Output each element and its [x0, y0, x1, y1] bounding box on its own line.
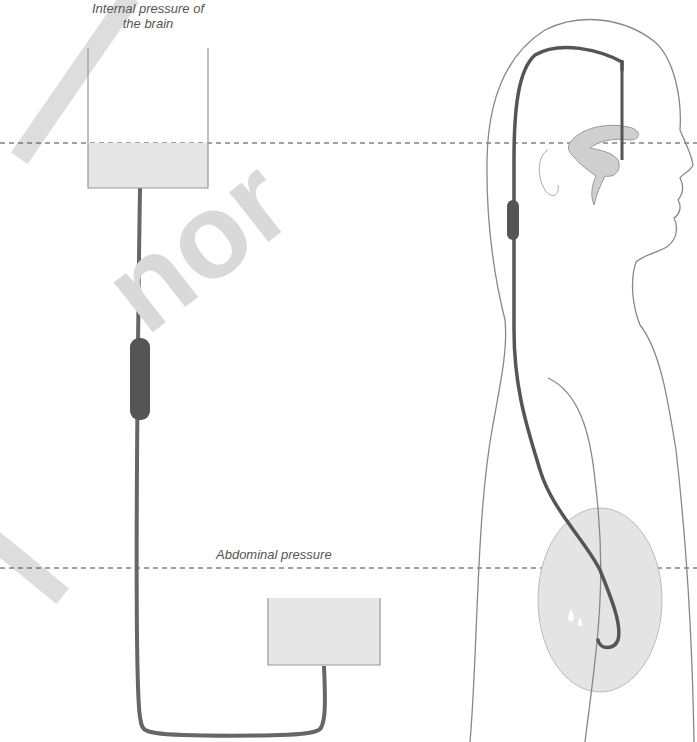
catheter-tip [621, 60, 624, 160]
reservoir-shape [210, 548, 384, 668]
body-silhouette [470, 20, 694, 742]
pressure-label: Internal pressure of the brain [90, 2, 206, 32]
fluid-drops [568, 608, 583, 627]
reservoir-wall [268, 598, 380, 665]
watermark-stroke [0, 5, 125, 590]
ear-outline [539, 150, 558, 195]
pressure-label: Abdominal pressure [210, 548, 376, 563]
valve-symbol [130, 338, 150, 420]
level-line [0, 143, 697, 568]
shunt-valve [507, 200, 519, 240]
shunt-tube [514, 47, 622, 647]
reservoir-fluid [268, 598, 380, 665]
brain-ventricles [568, 125, 638, 205]
fluid-reservoir: Abdominal pressure [210, 548, 384, 668]
